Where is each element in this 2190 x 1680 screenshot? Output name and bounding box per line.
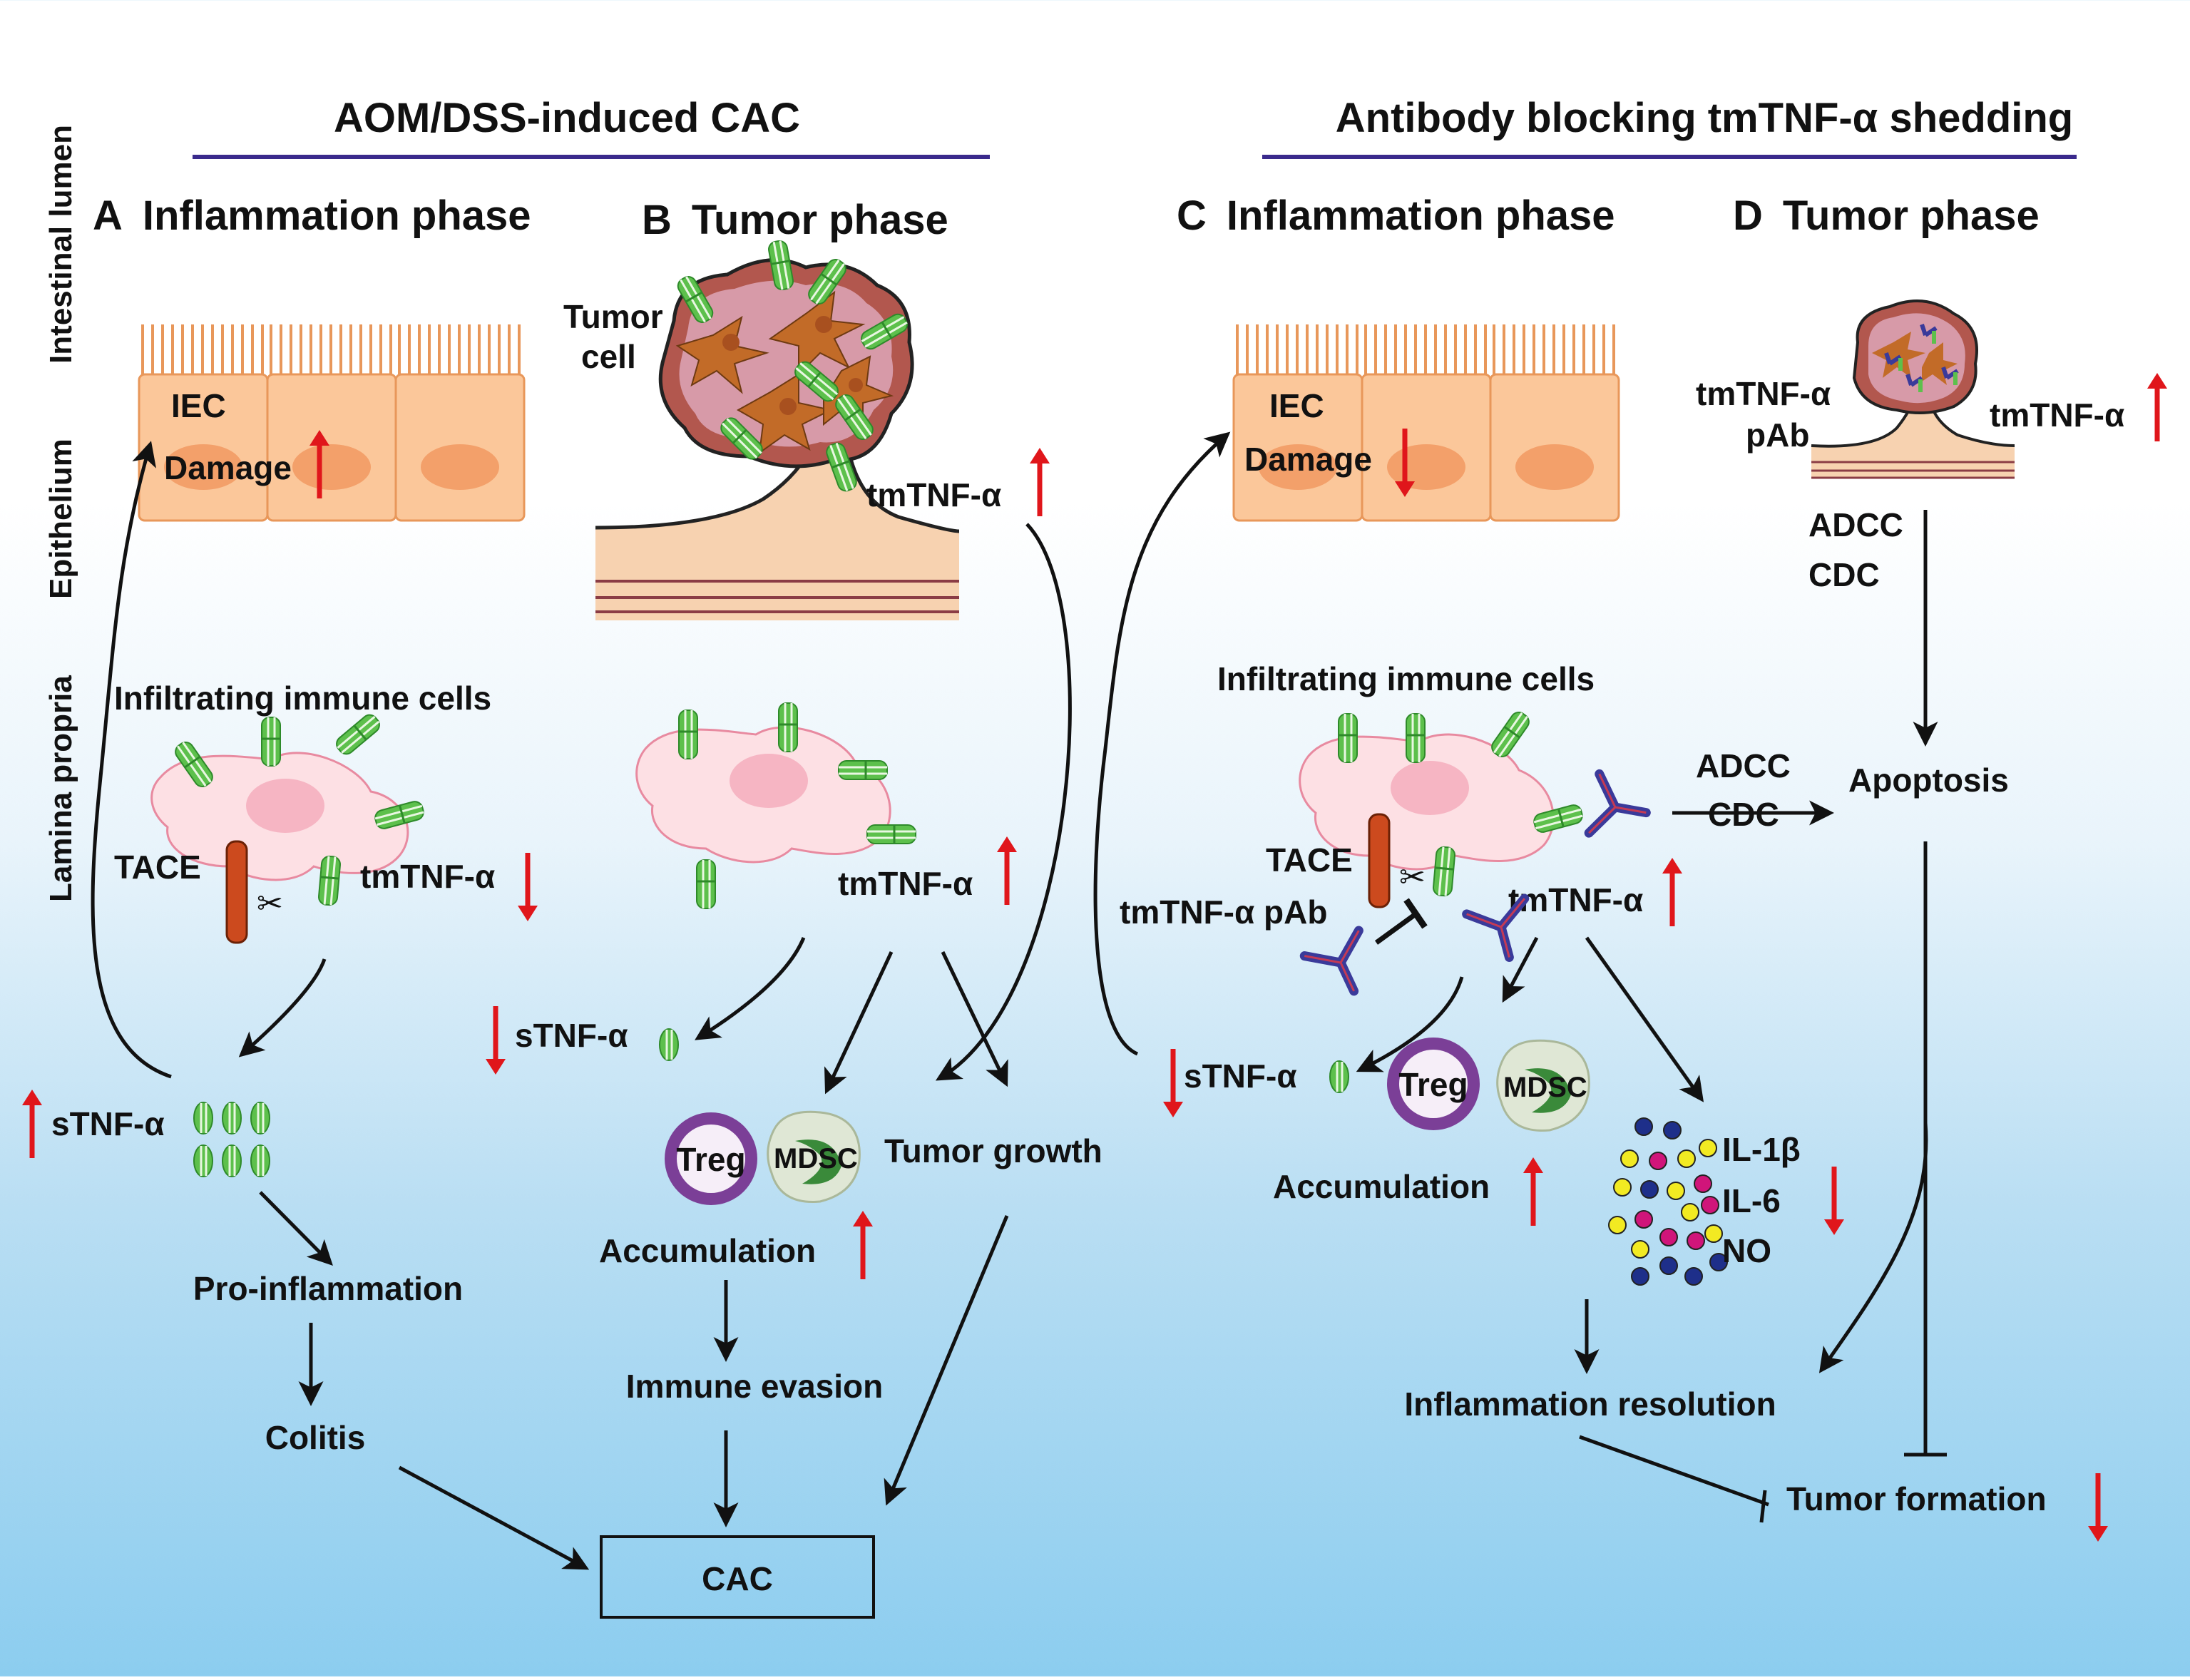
panel-c-tace-label: TACE xyxy=(1266,841,1353,879)
panel-a-infiltrating-label: Infiltrating immune cells xyxy=(114,680,491,717)
panel-d-cdc-label: CDC xyxy=(1808,556,1880,593)
panel-b-tumor-growth: Tumor growth xyxy=(884,1132,1102,1169)
apoptosis-label: Apoptosis xyxy=(1848,762,2009,799)
panel-a-epithelium xyxy=(138,324,526,522)
panel-c-adcc-label: ADCC xyxy=(1696,747,1791,784)
panel-a-damage-label: Damage xyxy=(164,449,292,486)
panel-b-treg-label: Treg xyxy=(676,1141,745,1178)
cac-box xyxy=(600,1535,875,1619)
panel-c-mdsc-label: MDSC xyxy=(1503,1072,1587,1103)
panel-d-tmtnf-up-arrow xyxy=(2147,373,2167,441)
panel-c-inhibition-marker xyxy=(1374,898,1428,945)
antibody-icon xyxy=(1304,931,1381,1004)
antibody-icon xyxy=(1589,774,1651,842)
panel-c-receptor xyxy=(1431,845,1457,898)
panel-b-mdsc-cell xyxy=(767,1110,861,1203)
panel-c-damage-label: Damage xyxy=(1244,441,1372,478)
panel-c-tmtnf-up-arrow xyxy=(1662,858,1682,926)
panel-c-soluble-tnf xyxy=(1329,1060,1350,1094)
panel-a-tmtnf-down-arrow xyxy=(518,853,538,921)
panel-a-receptor xyxy=(260,716,282,767)
panel-c-mdsc-cell xyxy=(1496,1039,1590,1132)
panel-b-immune-evasion: Immune evasion xyxy=(626,1368,883,1405)
il1b-label: IL-1β xyxy=(1722,1131,1801,1168)
panel-a-tace-label: TACE xyxy=(114,849,201,886)
panel-b-treg-cell xyxy=(665,1112,757,1205)
panel-a-tmtnf-label: tmTNF-α xyxy=(360,858,495,895)
tumor-formation-down-arrow xyxy=(2088,1473,2108,1542)
panel-a-stnf-label: sTNF-α xyxy=(51,1105,165,1142)
panel-b-soluble-tnf xyxy=(658,1028,680,1062)
panel-b-stnf-down-arrow xyxy=(486,1006,506,1075)
panel-c-receptor xyxy=(1337,712,1358,764)
inflammation-resolution: Inflammation resolution xyxy=(1404,1386,1776,1423)
panel-d-adcc-label: ADCC xyxy=(1808,506,1903,543)
panel-c-inhibition-lines xyxy=(1579,841,1947,1523)
panel-c-accumulation-up-arrow xyxy=(1523,1157,1543,1226)
panel-b-tmtnf-immune-up-arrow xyxy=(997,836,1017,905)
panel-a-tace-bar xyxy=(225,840,248,944)
panel-b-immune-nucleus xyxy=(730,754,808,808)
panel-b-tmtnf-tumor-label: tmTNF-α xyxy=(866,476,1001,513)
panel-d-tumor xyxy=(1811,299,2015,479)
panel-c-accumulation: Accumulation xyxy=(1273,1168,1490,1205)
panel-a-arrows xyxy=(91,441,590,1570)
panel-d-tmtnf-label: tmTNF-α xyxy=(1990,396,2124,434)
panel-b-receptor xyxy=(837,759,889,781)
panel-b-receptor xyxy=(677,709,699,760)
panel-b-tmtnf-immune-label: tmTNF-α xyxy=(838,865,973,902)
panel-a-soluble-tnf-cluster xyxy=(193,1101,271,1178)
panel-c-receptor xyxy=(1488,708,1533,761)
panel-a-iec-label: IEC xyxy=(171,387,226,424)
panel-c-stnf-down-arrow xyxy=(1163,1049,1183,1117)
panel-a-pro-inflammation: Pro-inflammation xyxy=(193,1270,463,1307)
panel-b-accumulation-up-arrow xyxy=(853,1211,873,1279)
panel-b-receptor xyxy=(695,859,717,910)
panel-c-iec-label: IEC xyxy=(1269,387,1324,424)
panel-b-mdsc-label: MDSC xyxy=(774,1143,858,1174)
side-label-epithelium: Epithelium xyxy=(44,439,78,599)
cytokine-dots xyxy=(1608,1117,1728,1286)
panel-c-infiltrating-label: Infiltrating immune cells xyxy=(1217,660,1595,697)
panel-b-accumulation: Accumulation xyxy=(599,1232,816,1269)
panel-c-stnf-label: sTNF-α xyxy=(1184,1057,1297,1095)
il6-label: IL-6 xyxy=(1722,1182,1781,1219)
panel-a-immune-nucleus xyxy=(246,779,324,833)
panel-c-immune-nucleus xyxy=(1391,761,1469,815)
scissors-icon: ✂ xyxy=(257,886,283,921)
no-label: NO xyxy=(1722,1232,1771,1269)
panel-a-colitis: Colitis xyxy=(265,1419,366,1456)
panel-c-receptor xyxy=(1405,712,1426,764)
header-right: Antibody blocking tmTNF-α shedding xyxy=(1336,95,2073,141)
header-left: AOM/DSS-induced CAC xyxy=(334,95,800,141)
panel-a-receptor xyxy=(317,854,342,907)
panel-b-tumor xyxy=(595,238,960,620)
panel-b-stnf-label: sTNF-α xyxy=(515,1017,628,1054)
panel-c-tmtnf-label: tmTNF-α xyxy=(1508,881,1643,918)
scissors-icon: ✂ xyxy=(1399,860,1426,895)
panel-a-stnf-up-arrow xyxy=(22,1090,42,1158)
panel-c-tace-bar xyxy=(1368,813,1391,908)
panel-a-receptor xyxy=(332,710,384,759)
side-label-lumen: Intestinal lumen xyxy=(44,125,78,364)
panel-b-receptor xyxy=(777,702,799,753)
panel-b-tmtnf-tumor-up-arrow xyxy=(1030,448,1050,516)
panel-c-treg-label: Treg xyxy=(1398,1066,1468,1103)
panel-c-pab-label: tmTNF-α pAb xyxy=(1120,893,1327,931)
side-label-lamina: Lamina propria xyxy=(44,675,78,902)
panel-b-arrows xyxy=(695,523,1072,1527)
tumor-formation: Tumor formation xyxy=(1786,1480,2047,1517)
panel-c-epithelium xyxy=(1232,324,1620,522)
cac-label: CAC xyxy=(702,1560,773,1597)
cytokines-down-arrow xyxy=(1824,1167,1844,1235)
panel-c-treg-cell xyxy=(1387,1038,1480,1130)
panel-b-receptor xyxy=(866,824,917,845)
